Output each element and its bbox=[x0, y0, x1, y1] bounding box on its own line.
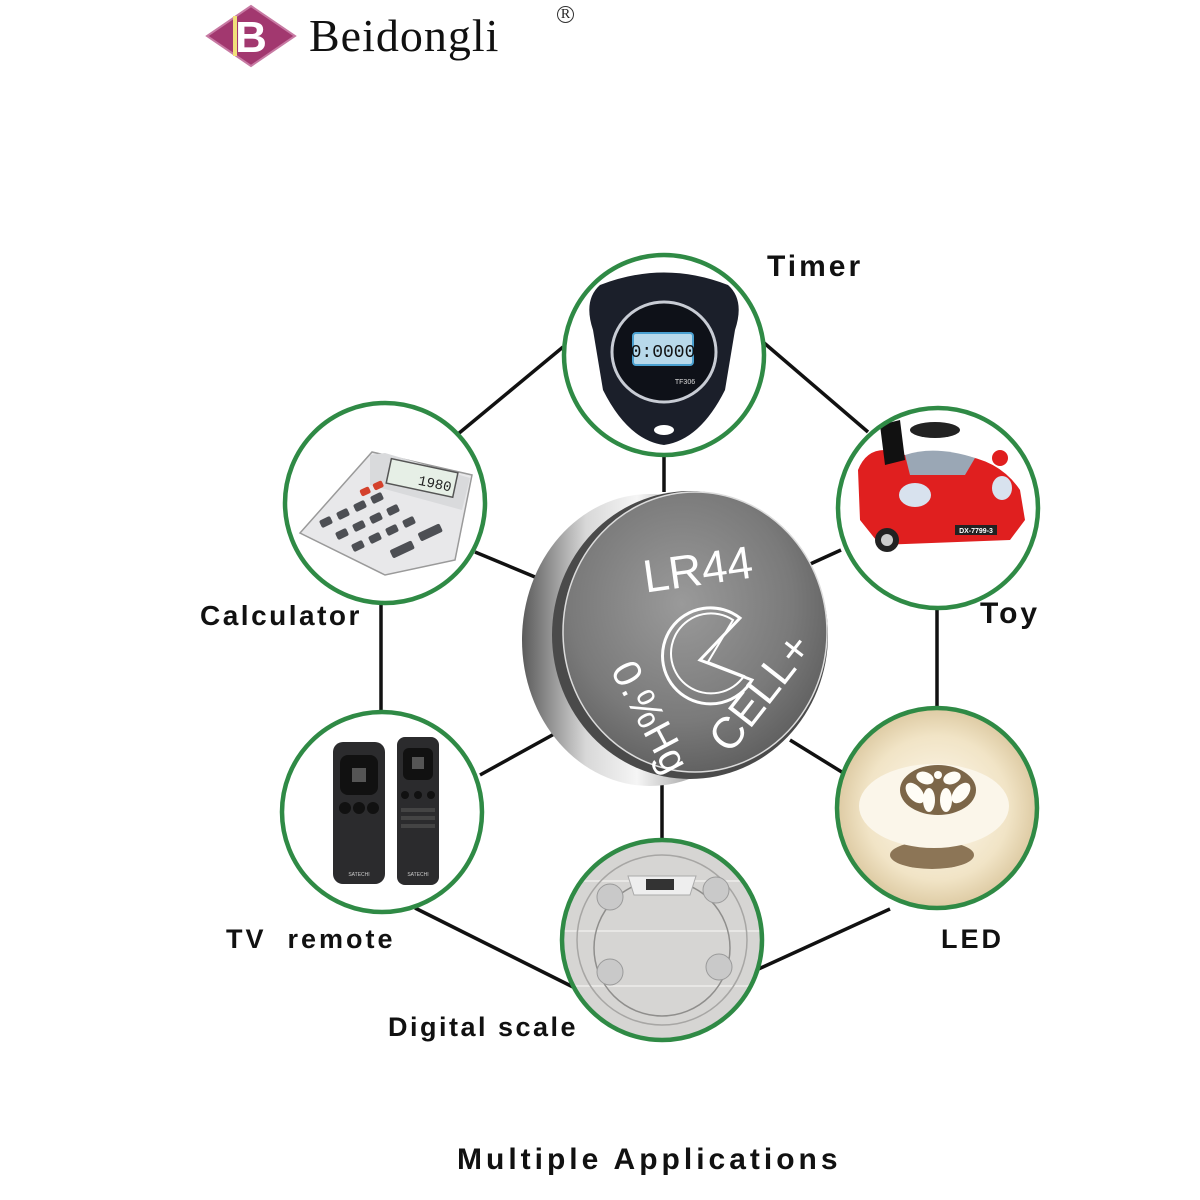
lr44-battery: LR44 0.%Hg CELL+ bbox=[522, 491, 828, 786]
brand-logo: B Beidongli R bbox=[205, 2, 585, 72]
brand-name: Beidongli bbox=[309, 10, 500, 61]
svg-text:SATECHI: SATECHI bbox=[348, 872, 369, 878]
beidongli-logo-icon: B bbox=[205, 4, 297, 68]
label-digital-scale: Digital scale bbox=[388, 1012, 579, 1042]
calculator-application: 1980 bbox=[282, 400, 488, 606]
label-timer: Timer bbox=[767, 250, 864, 283]
connector-lines bbox=[379, 340, 939, 990]
tv-remote-application: SATECHI SATECHI bbox=[279, 709, 485, 915]
toy-application: DX-7799-3 bbox=[835, 405, 1041, 611]
label-led: LED bbox=[941, 924, 1004, 954]
svg-text:TF306: TF306 bbox=[675, 379, 695, 386]
stopwatch-icon: 0:0000 TF306 bbox=[589, 272, 739, 445]
svg-text:0:0000: 0:0000 bbox=[631, 343, 696, 363]
battery-logo-icon bbox=[661, 606, 755, 706]
svg-text:1980: 1980 bbox=[417, 474, 453, 497]
footer-title: Multiple Applications bbox=[457, 1143, 842, 1176]
svg-text:B: B bbox=[235, 13, 267, 62]
svg-text:DX-7799-3: DX-7799-3 bbox=[959, 528, 993, 535]
led-lamp-icon bbox=[859, 764, 1009, 869]
label-tv-remote: TV remote bbox=[226, 924, 396, 954]
tv-remote-icon: SATECHI SATECHI bbox=[333, 737, 439, 885]
calculator-icon: 1980 bbox=[298, 451, 473, 576]
registered-mark: R bbox=[557, 6, 574, 23]
toy-car-icon: DX-7799-3 bbox=[858, 420, 1025, 552]
digital-scale-application bbox=[559, 837, 765, 1043]
timer-application: 0:0000 TF306 bbox=[561, 252, 767, 458]
svg-text:SATECHI: SATECHI bbox=[407, 872, 428, 878]
led-application bbox=[834, 705, 1040, 911]
digital-scale-icon bbox=[564, 854, 760, 1026]
label-toy: Toy bbox=[980, 597, 1041, 630]
label-calculator: Calculator bbox=[200, 600, 362, 631]
